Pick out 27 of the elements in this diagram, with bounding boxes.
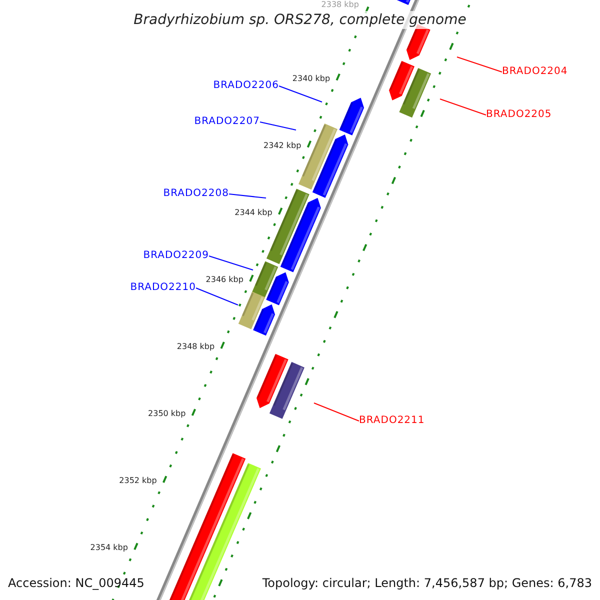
scale-label: 2344 kbp (234, 208, 272, 218)
leader-line (260, 122, 296, 130)
gene-label: BRADO2204 (502, 66, 568, 78)
scale-label: 2354 kbp (90, 543, 128, 554)
leader-line (196, 288, 238, 306)
scale-label: 2348 kbp (176, 342, 215, 352)
leader-line (228, 194, 266, 198)
scale-label: 2338 kbp (321, 0, 359, 10)
gene-label: BRADO2211 (359, 415, 425, 427)
scale-label: 2350 kbp (148, 409, 186, 420)
leader-line (208, 256, 254, 270)
info-text: Topology: circular; Length: 7,456,587 bp; Genes: 6,783 (262, 576, 592, 590)
leader-line (456, 56, 502, 72)
info-text: Accession: NC_009445 (8, 576, 144, 590)
gene-label: BRADO2205 (486, 109, 552, 121)
gene-label: BRADO2209 (143, 250, 209, 262)
gene-label: BRADO2210 (130, 282, 196, 294)
leader-line (440, 98, 486, 116)
gene-label: BRADO2207 (194, 116, 260, 128)
leader-line (314, 402, 360, 422)
gene-label: BRADO2208 (163, 188, 229, 200)
gene-label: BRADO2206 (213, 80, 279, 92)
scale-label: 2342 kbp (264, 141, 302, 152)
scale-label: 2352 kbp (119, 476, 157, 486)
leader-line (278, 86, 322, 102)
scale-label: 2346 kbp (206, 275, 244, 286)
scale-label: 2340 kbp (292, 74, 330, 84)
